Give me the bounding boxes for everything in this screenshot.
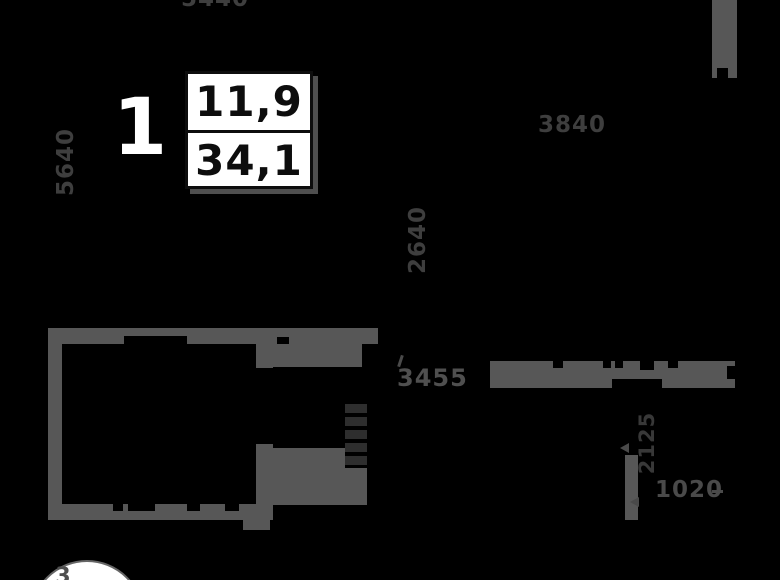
- wall-long-cut-5: [668, 361, 678, 368]
- wall-vertical-top-right: [712, 0, 737, 78]
- wall-bottom: [48, 504, 270, 520]
- wall-step-bottom: [243, 504, 270, 530]
- dimension-arrow-2: [630, 497, 639, 507]
- dimension-upper-width: 3840: [537, 112, 606, 138]
- dimension-left-height: 5640: [53, 128, 79, 197]
- wall-extension-top-right: [273, 344, 362, 367]
- wall-bottom-cut-4: [225, 504, 239, 511]
- unit-number: 1: [112, 83, 168, 173]
- floor-badge-label: 3: [55, 564, 71, 580]
- wall-top-window-cut: [124, 336, 187, 344]
- dimension-door-width: 1020: [655, 477, 724, 503]
- wall-long-cut-4: [640, 361, 654, 370]
- wall-vertical-top-right-notch: [717, 68, 728, 78]
- window-symbol: [345, 404, 367, 468]
- wall-bottom-cut-1: [113, 504, 123, 511]
- dimension-arrow-1: [620, 443, 629, 453]
- wall-top: [48, 328, 378, 344]
- wall-long-bottom-cut: [612, 379, 662, 388]
- wall-long-end-notch: [727, 366, 735, 379]
- dimension-dash-door: [712, 490, 723, 493]
- dimension-room-width: 3455: [397, 364, 468, 392]
- wall-long-cut-2: [603, 361, 611, 368]
- wall-long-cut-3: [615, 361, 623, 368]
- dimension-top-width: 5440: [150, 0, 280, 11]
- wall-right-lower: [256, 444, 273, 520]
- wall-bottom-cut-3: [187, 504, 200, 511]
- wall-right-upper: [256, 344, 273, 368]
- wall-bottom-cut-2: [128, 504, 155, 511]
- wall-top-step-cut: [277, 337, 289, 344]
- floor-badge: 3: [30, 560, 144, 580]
- living-area-value: 11,9: [195, 77, 303, 126]
- total-area-value: 34,1: [188, 130, 310, 189]
- wall-left: [48, 328, 62, 520]
- wall-long-cut-1: [553, 361, 563, 368]
- wall-vertical-bottom-right: [625, 455, 638, 520]
- unit-area-card: 11,9 34,1: [185, 71, 313, 189]
- dimension-mid-height: 2640: [405, 206, 431, 275]
- dimension-right-height: 2125: [635, 411, 659, 475]
